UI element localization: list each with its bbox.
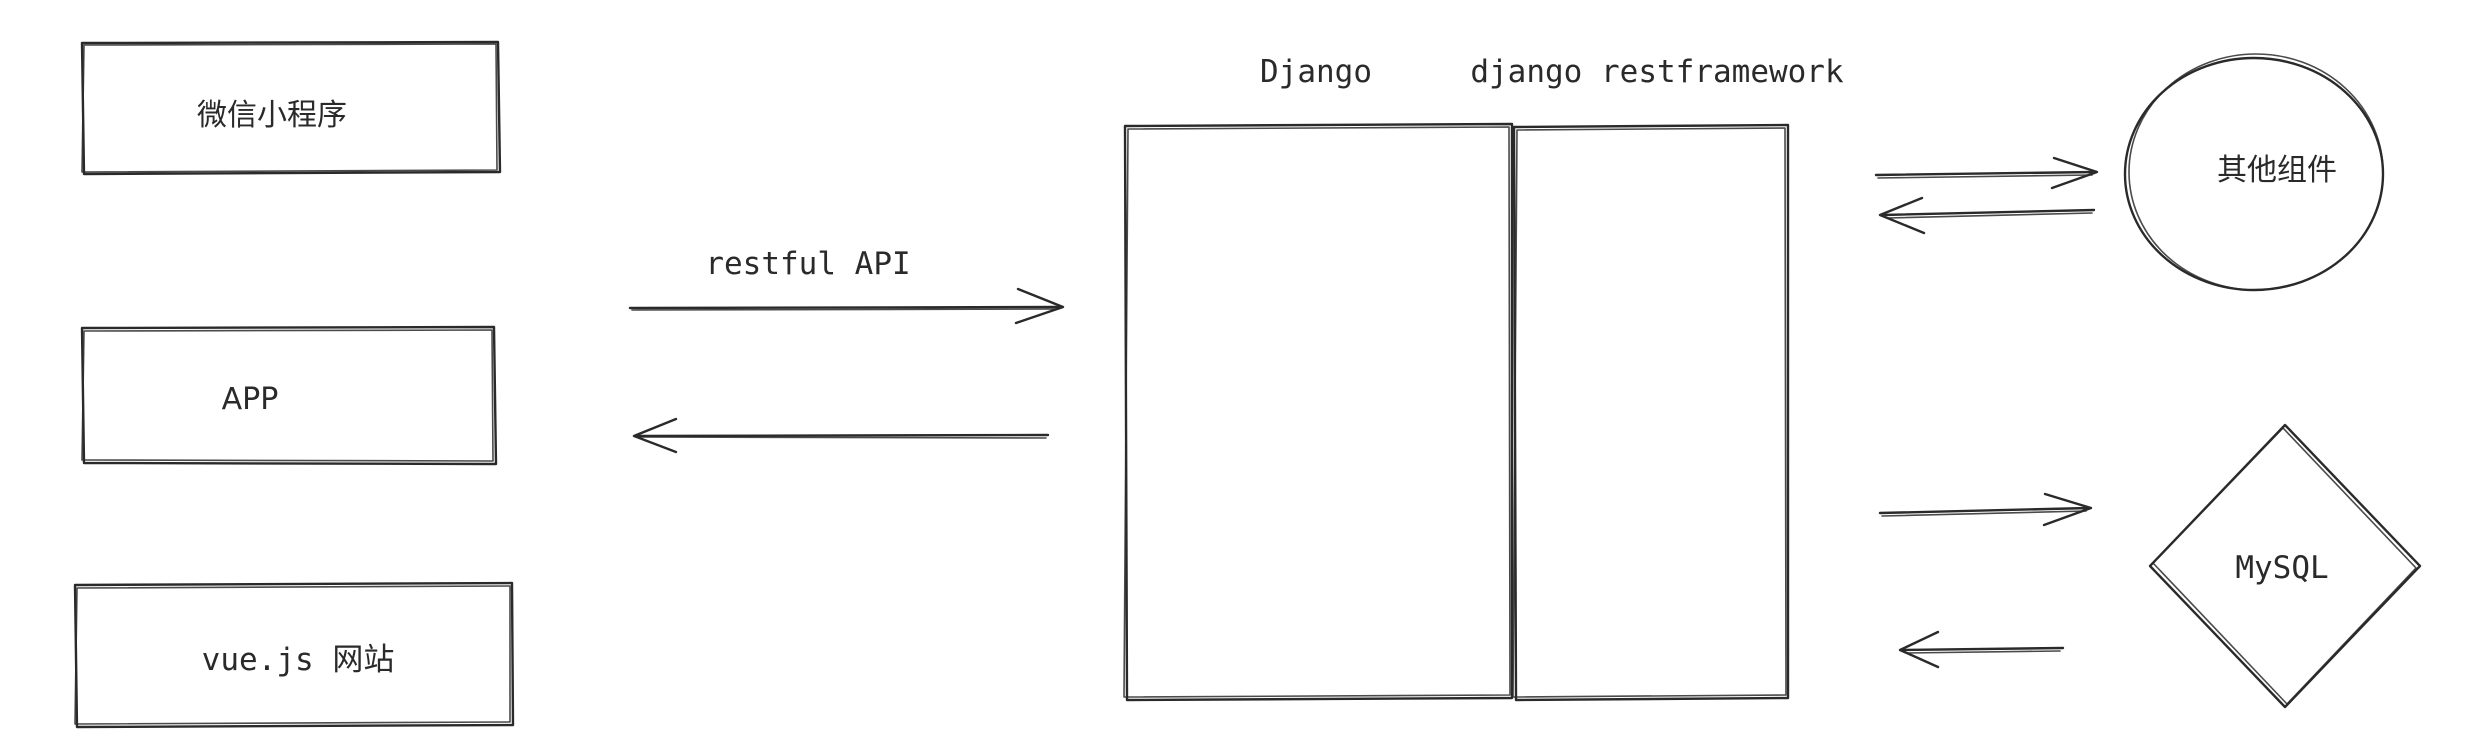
app-label: APP (222, 382, 279, 417)
drf-box (1512, 123, 1790, 702)
mysql-request-arrow (1878, 492, 2093, 527)
mysql-diamond: MySQL (2148, 423, 2422, 709)
django-box (1123, 122, 1514, 702)
app-box: APP (80, 325, 498, 466)
other-component-request-arrow (1874, 156, 2099, 190)
request-arrow (628, 287, 1065, 325)
mysql-response-arrow (1898, 630, 2065, 669)
other-components-label: 其他组件 (2217, 153, 2337, 188)
wechat-miniprogram-label: 微信小程序 (197, 98, 347, 133)
other-component-response-arrow (1878, 196, 2096, 235)
vue-website-label: vue.js 网站 (202, 642, 395, 678)
restful-api-label: restful API (705, 246, 910, 282)
django-label: Django (1260, 54, 1372, 90)
response-arrow (632, 417, 1050, 454)
mysql-label: MySQL (2235, 550, 2328, 586)
drf-label: django restframework (1470, 54, 1844, 90)
wechat-miniprogram-box: 微信小程序 (80, 40, 502, 176)
vue-website-box: vue.js 网站 (73, 581, 515, 729)
other-components-circle: 其他组件 (2123, 53, 2385, 292)
